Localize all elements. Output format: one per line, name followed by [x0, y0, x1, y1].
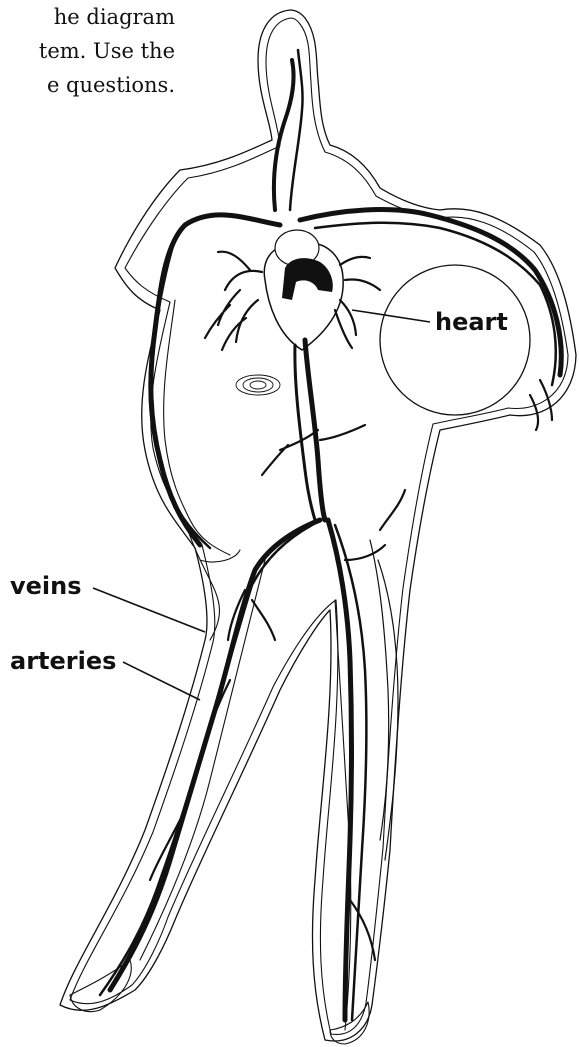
heart-organ: [264, 230, 343, 350]
veins-label: veins: [10, 572, 82, 600]
body-outline: [60, 10, 576, 1041]
heart-label: heart: [435, 308, 508, 336]
intestine-coil: [236, 375, 280, 395]
jugular-vessel: [274, 60, 294, 210]
body-outline-inner: [70, 18, 568, 1034]
right-leg-main-vessel: [328, 520, 352, 1020]
left-arm-contour: [164, 300, 230, 555]
arteries-pointer-line: [123, 662, 200, 700]
magnifier-circle: [380, 265, 530, 415]
leg-seam: [140, 560, 351, 1030]
arteries-label: arteries: [10, 647, 116, 675]
veins-pointer-line: [93, 588, 205, 632]
left-leg-second-vessel: [100, 525, 312, 995]
vena-cava-vessel: [295, 345, 315, 520]
